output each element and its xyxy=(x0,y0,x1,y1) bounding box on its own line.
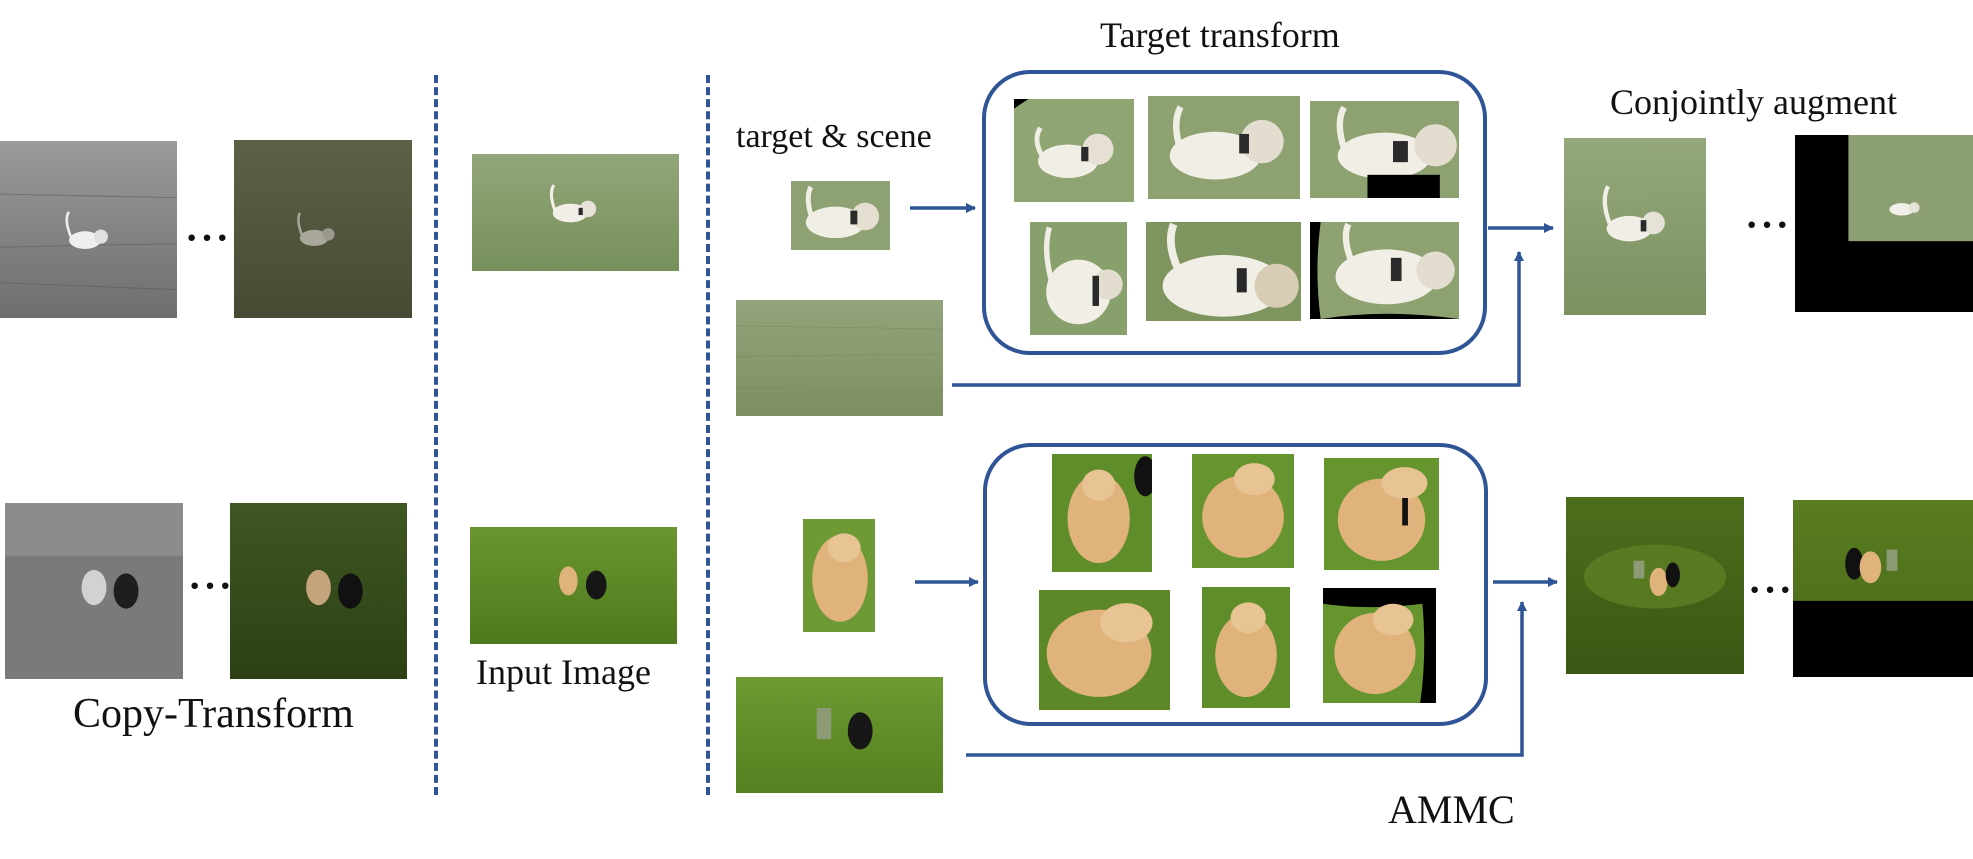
ellipsis-bottom-left: ··· xyxy=(188,563,235,608)
transformed-cat-1 xyxy=(1052,454,1152,572)
scene-black-cat xyxy=(736,677,943,793)
target-transform-box-bottom xyxy=(983,443,1488,726)
augmented-dog-2 xyxy=(1795,135,1973,312)
conjointly-augment-label: Conjointly augment xyxy=(1610,82,1897,122)
separator-right xyxy=(706,75,710,795)
transformed-dog-3 xyxy=(1310,101,1459,198)
ammc-label: AMMC xyxy=(1388,787,1515,832)
input-image-dog xyxy=(472,154,679,271)
scene-grass xyxy=(736,300,943,416)
transformed-cat-2 xyxy=(1192,454,1294,568)
transformed-dog-1 xyxy=(1014,99,1134,202)
target-crop-dog xyxy=(791,181,890,250)
transformed-dog-4 xyxy=(1030,222,1127,335)
target-scene-label: target & scene xyxy=(736,118,932,155)
ellipsis-top-right: ··· xyxy=(1745,202,1792,247)
copy-transform-dog-dark xyxy=(234,140,412,318)
target-transform-box-top xyxy=(982,70,1487,355)
augmented-dog-1 xyxy=(1564,138,1706,315)
augmented-cats-2 xyxy=(1793,500,1973,677)
transformed-dog-6 xyxy=(1310,222,1459,319)
transformed-cat-6 xyxy=(1323,588,1436,703)
transformed-dog-2 xyxy=(1148,96,1300,199)
ellipsis-top-left: ··· xyxy=(185,215,232,260)
copy-transform-cats-gray xyxy=(5,503,183,679)
copy-transform-dog-gray xyxy=(0,141,177,318)
arrow-bottom-scene xyxy=(966,601,1527,757)
transformed-cat-3 xyxy=(1324,458,1439,570)
ellipsis-bottom-right: ··· xyxy=(1748,567,1795,612)
target-transform-label: Target transform xyxy=(1100,15,1340,55)
augmented-cats-1 xyxy=(1566,497,1744,674)
input-image-label: Input Image xyxy=(476,652,651,692)
transformed-cat-5 xyxy=(1202,587,1290,708)
transformed-cat-4 xyxy=(1039,590,1170,710)
transformed-dog-5 xyxy=(1146,222,1301,321)
copy-transform-label: Copy-Transform xyxy=(73,691,354,737)
input-image-cats xyxy=(470,527,677,644)
arrow-top-scene xyxy=(952,251,1524,387)
copy-transform-cats-color xyxy=(230,503,407,679)
target-crop-cat xyxy=(803,519,875,632)
separator-left xyxy=(434,75,438,795)
